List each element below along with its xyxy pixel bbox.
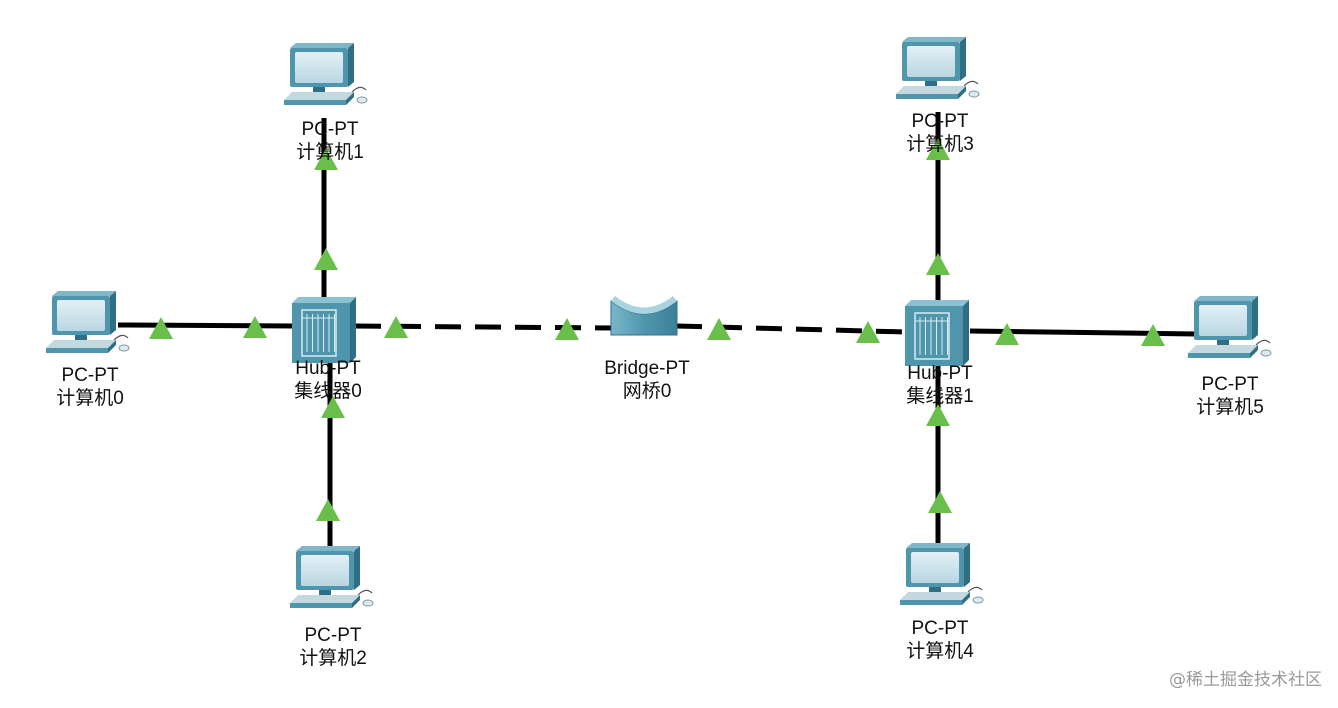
link-up-indicator-bridge0-hub1-b bbox=[856, 321, 880, 343]
device-type-label: PC-PT bbox=[911, 111, 969, 132]
device-name-label: 计算机1 bbox=[296, 142, 364, 163]
link-up-indicator-bridge0-hub1-a bbox=[707, 318, 731, 340]
link-up-indicator-pc3-hub1-a bbox=[926, 138, 950, 160]
hub-icon[interactable] bbox=[905, 300, 969, 366]
bridge-icon[interactable] bbox=[610, 296, 678, 336]
hub-icon[interactable] bbox=[292, 297, 356, 363]
device-type-label: PC-PT bbox=[61, 365, 119, 386]
link-up-indicator-pc1-hub0-b bbox=[314, 248, 338, 270]
device-type-label: Bridge-PT bbox=[604, 358, 690, 379]
link-up-indicator-hub0-bridge0-a bbox=[384, 316, 408, 338]
link-up-indicator-pc2-hub0-b bbox=[316, 499, 340, 521]
link-up-indicator-hub0-bridge0-b bbox=[555, 318, 579, 340]
device-name-label: 集线器1 bbox=[906, 386, 974, 407]
pc-icon[interactable] bbox=[46, 291, 130, 353]
link-up-indicator-pc4-hub1-a bbox=[926, 404, 950, 426]
link-up-indicator-pc0-hub0-a bbox=[149, 317, 173, 339]
pc-icon[interactable] bbox=[290, 546, 374, 608]
device-type-label: PC-PT bbox=[304, 625, 362, 646]
pc-icon[interactable] bbox=[284, 43, 368, 105]
link-up-indicator-pc1-hub0-a bbox=[314, 148, 338, 170]
link-up-indicator-pc2-hub0-a bbox=[321, 396, 345, 418]
device-type-label: Hub-PT bbox=[295, 358, 361, 379]
pc-icon[interactable] bbox=[1188, 296, 1272, 358]
link-indicators-layer bbox=[149, 138, 1165, 521]
link-pc0-hub0[interactable] bbox=[117, 322, 295, 329]
device-name-label: 计算机0 bbox=[56, 388, 124, 409]
device-name-label: 计算机3 bbox=[906, 134, 974, 155]
device-type-label: PC-PT bbox=[911, 618, 969, 639]
device-name-label: 计算机4 bbox=[906, 641, 974, 662]
device-name-label: 网桥0 bbox=[622, 381, 672, 402]
device-type-label: Hub-PT bbox=[907, 363, 973, 384]
pc-icon[interactable] bbox=[900, 543, 984, 605]
devices-layer bbox=[46, 37, 1272, 608]
link-up-indicator-pc4-hub1-b bbox=[928, 491, 952, 513]
device-type-label: PC-PT bbox=[1201, 374, 1259, 395]
pc-icon[interactable] bbox=[896, 37, 980, 99]
device-name-label: 计算机5 bbox=[1196, 397, 1264, 418]
device-type-label: PC-PT bbox=[301, 119, 359, 140]
link-up-indicator-pc5-hub1-a bbox=[995, 323, 1019, 345]
device-name-label: 集线器0 bbox=[294, 381, 362, 402]
link-up-indicator-pc0-hub0-b bbox=[243, 316, 267, 338]
link-up-indicator-pc5-hub1-b bbox=[1141, 324, 1165, 346]
device-name-label: 计算机2 bbox=[299, 648, 367, 669]
link-up-indicator-pc3-hub1-b bbox=[926, 253, 950, 275]
watermark: @稀土掘金技术社区 bbox=[1169, 670, 1322, 690]
